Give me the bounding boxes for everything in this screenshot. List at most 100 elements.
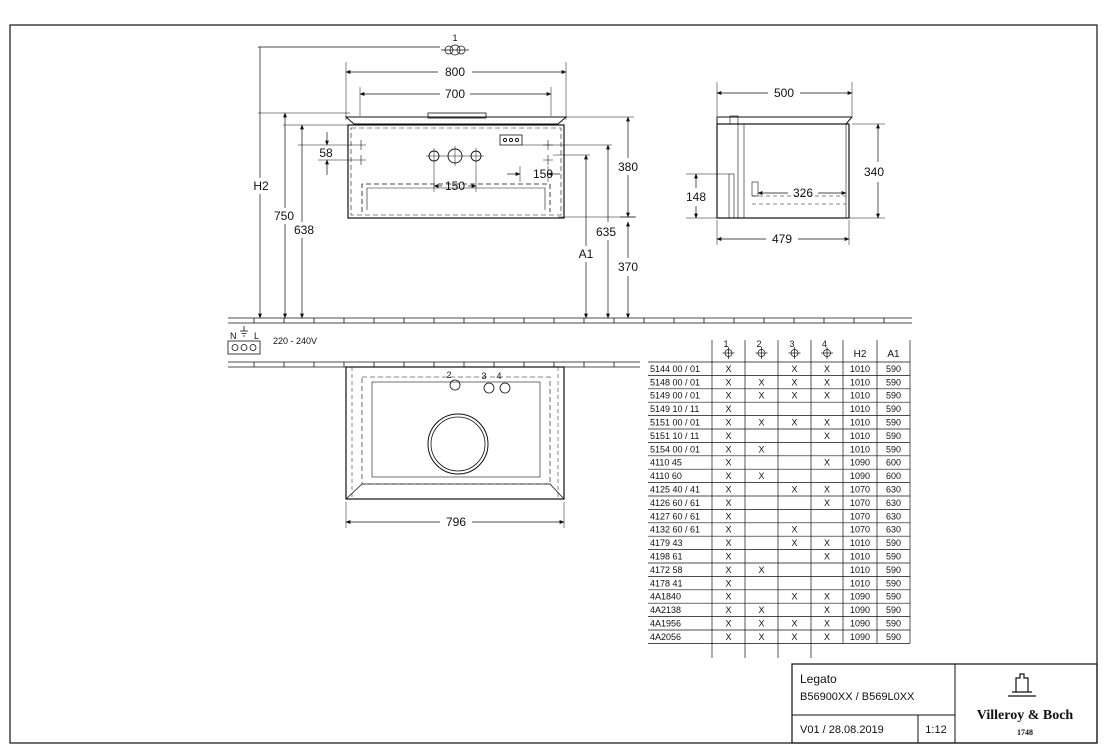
dim-479: 479 bbox=[772, 232, 792, 246]
tap-header-label: 1 bbox=[724, 339, 729, 349]
table-cell: X bbox=[725, 377, 731, 387]
table-cell-code: 4A2138 bbox=[650, 605, 681, 615]
table-cell: X bbox=[824, 552, 830, 562]
table-cell: 1010 bbox=[850, 538, 870, 548]
table-cell-code: 5144 00 / 01 bbox=[650, 364, 700, 374]
table-cell: 1090 bbox=[850, 592, 870, 602]
table-cell: X bbox=[824, 364, 830, 374]
table-cell: X bbox=[824, 619, 830, 629]
table-cell: X bbox=[791, 364, 797, 374]
dim-58: 58 bbox=[319, 146, 333, 160]
front-view bbox=[258, 62, 634, 219]
table-cell: X bbox=[824, 605, 830, 615]
table-cell: 1090 bbox=[850, 458, 870, 468]
table-cell: X bbox=[725, 552, 731, 562]
table-cell-code: 5151 10 / 11 bbox=[650, 431, 699, 441]
plan-marker-3: 3 bbox=[481, 371, 486, 381]
table-cell: 630 bbox=[886, 511, 901, 521]
dim-150-right: 150 bbox=[533, 167, 553, 181]
table-cell: 590 bbox=[886, 552, 901, 562]
table-cell: X bbox=[758, 619, 764, 629]
table-cell: X bbox=[758, 377, 764, 387]
dim-700: 700 bbox=[445, 87, 465, 101]
table-cell-code: 4125 40 / 41 bbox=[650, 485, 700, 495]
product-name: Legato bbox=[800, 672, 837, 686]
dim-326: 326 bbox=[793, 186, 813, 200]
table-cell: 590 bbox=[886, 538, 901, 548]
table-cell: 1090 bbox=[850, 605, 870, 615]
table-cell: X bbox=[791, 485, 797, 495]
floor-strip bbox=[228, 317, 912, 368]
dim-635: 635 bbox=[596, 225, 616, 239]
table-cell: X bbox=[725, 444, 731, 454]
product-codes: B56900XX / B569L0XX bbox=[800, 691, 915, 703]
table-cell: X bbox=[725, 525, 731, 535]
table-cell: X bbox=[758, 471, 764, 481]
table-cell: 590 bbox=[886, 391, 901, 401]
table-cell: X bbox=[725, 391, 731, 401]
side-dimensions bbox=[694, 91, 880, 241]
table-cell: 590 bbox=[886, 578, 901, 588]
table-cell: X bbox=[758, 565, 764, 575]
dimension-labels: 1 800 700 500 H2 750 638 58 380 150 150 … bbox=[230, 33, 884, 529]
table-cell: X bbox=[791, 377, 797, 387]
table-cell: 590 bbox=[886, 565, 901, 575]
table-cell: 630 bbox=[886, 498, 901, 508]
table-cell: 1010 bbox=[850, 377, 870, 387]
dim-796: 796 bbox=[446, 515, 466, 529]
table-cell: 590 bbox=[886, 431, 901, 441]
table-cell: X bbox=[824, 632, 830, 642]
table-cell: X bbox=[725, 632, 731, 642]
table-cell: 1070 bbox=[850, 485, 870, 495]
dim-h2: H2 bbox=[253, 179, 269, 193]
table-cell: X bbox=[725, 485, 731, 495]
table-cell: X bbox=[758, 444, 764, 454]
table-cell: X bbox=[824, 485, 830, 495]
table-cell: X bbox=[725, 404, 731, 414]
drawing-frame bbox=[9, 24, 1098, 744]
tap-header-label: 2 bbox=[757, 339, 762, 349]
table-cell-code: 4110 60 bbox=[650, 471, 682, 481]
table-cell-code: 4172 58 bbox=[650, 565, 683, 575]
table-cell: 590 bbox=[886, 418, 901, 428]
table-cell: 1010 bbox=[850, 444, 870, 454]
table-cell: X bbox=[725, 592, 731, 602]
table-cell: X bbox=[758, 605, 764, 615]
table-cell: X bbox=[758, 391, 764, 401]
table-cell: 1010 bbox=[850, 404, 870, 414]
table-cell: X bbox=[725, 498, 731, 508]
table-cell: 1070 bbox=[850, 511, 870, 521]
live-label: L bbox=[254, 331, 259, 341]
table-cell: X bbox=[725, 605, 731, 615]
brand-year: 1748 bbox=[1017, 728, 1033, 737]
dim-800: 800 bbox=[445, 65, 465, 79]
table-cell: 590 bbox=[886, 404, 901, 414]
compatibility-table bbox=[648, 340, 911, 658]
side-view bbox=[686, 82, 885, 245]
table-cell: X bbox=[791, 538, 797, 548]
table-cell: X bbox=[824, 377, 830, 387]
table-cell: X bbox=[824, 498, 830, 508]
dim-638: 638 bbox=[294, 223, 314, 237]
table-cell: 630 bbox=[886, 525, 901, 535]
table-cell: 590 bbox=[886, 377, 901, 387]
table-cell-code: 5148 00 / 01 bbox=[650, 377, 700, 387]
table-cell: X bbox=[791, 391, 797, 401]
table-cell-code: 4A1840 bbox=[650, 592, 681, 602]
table-cell-code: 4178 41 bbox=[650, 578, 683, 588]
table-cell: X bbox=[824, 592, 830, 602]
socket-symbol bbox=[227, 326, 261, 355]
dim-370: 370 bbox=[618, 260, 638, 274]
version-date: V01 / 28.08.2019 bbox=[800, 724, 884, 736]
table-cell: X bbox=[725, 578, 731, 588]
neutral-label: N bbox=[230, 331, 237, 341]
table-cell-code: 4132 60 / 61 bbox=[650, 525, 700, 535]
table-cell: X bbox=[824, 418, 830, 428]
table-cell-code: 4A1956 bbox=[650, 619, 681, 629]
front-dimensions bbox=[258, 46, 636, 319]
dim-380: 380 bbox=[618, 160, 638, 174]
table-cell: 590 bbox=[886, 605, 901, 615]
table-cell: 1010 bbox=[850, 418, 870, 428]
dim-500: 500 bbox=[774, 86, 794, 100]
plan-marker-2: 2 bbox=[446, 370, 451, 380]
